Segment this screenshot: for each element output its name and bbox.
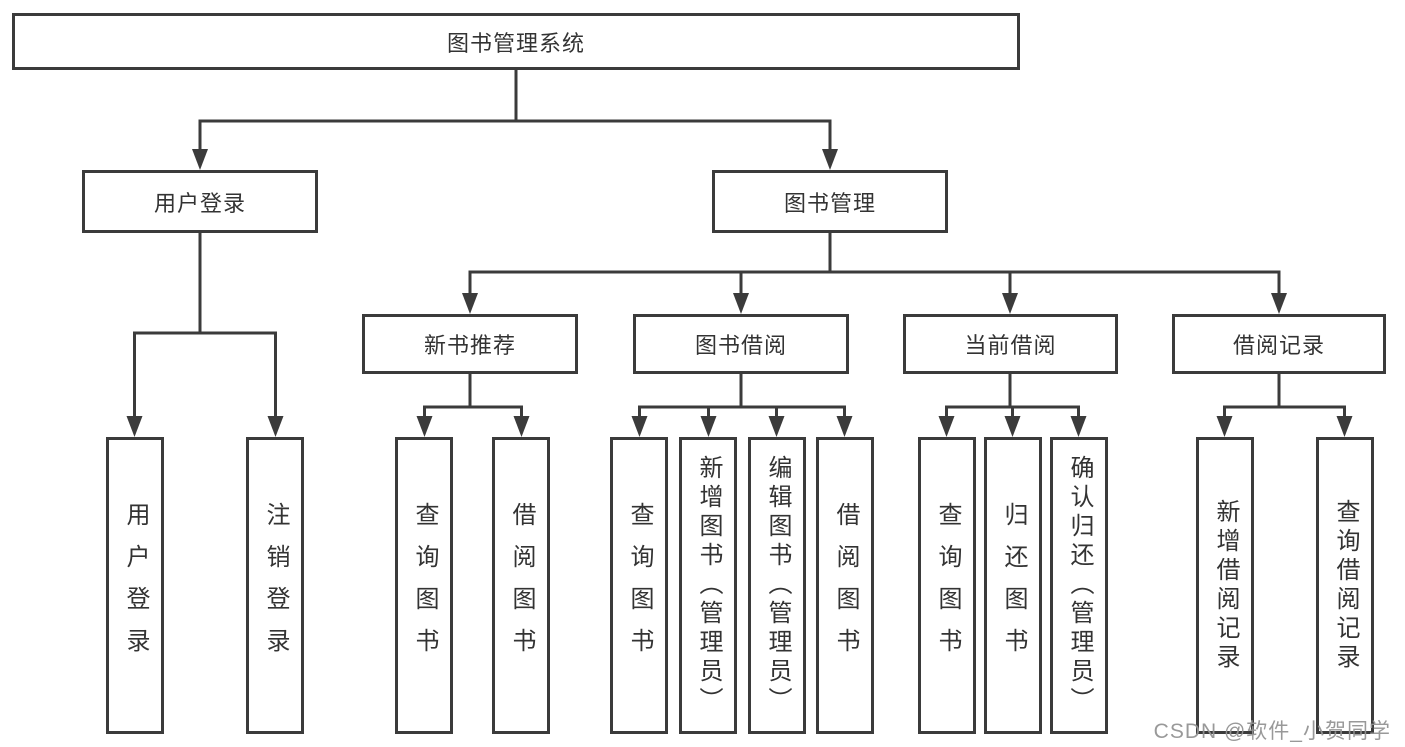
- node-label: 查询图书: [411, 501, 438, 670]
- leaf-confirm-return-admin: 确认归还（管理员）: [1050, 437, 1108, 734]
- node-new-book-recommendation: 新书推荐: [362, 314, 578, 374]
- node-label: 查询借阅记录: [1332, 498, 1359, 673]
- node-label: 归还图书: [1000, 501, 1027, 670]
- node-label: 用户登录: [122, 501, 149, 670]
- node-label: 确认归还（管理员）: [1066, 455, 1093, 716]
- csdn-watermark: CSDN @软件_小贺同学: [1153, 720, 1391, 743]
- leaf-query-books-1: 查询图书: [395, 437, 453, 734]
- node-label: 借阅图书: [832, 501, 859, 670]
- node-label: 注销登录: [262, 501, 289, 670]
- node-label: 查询图书: [934, 501, 961, 670]
- leaf-add-books-admin: 新增图书（管理员）: [679, 437, 737, 734]
- node-current-borrowing: 当前借阅: [903, 314, 1118, 374]
- node-label: 编辑图书（管理员）: [764, 455, 791, 716]
- node-borrowing-records: 借阅记录: [1172, 314, 1386, 374]
- node-library-management-system: 图书管理系统: [12, 13, 1020, 70]
- node-label: 新增借阅记录: [1212, 498, 1239, 673]
- node-label: 图书管理: [783, 190, 876, 216]
- leaf-user-login: 用户登录: [106, 437, 164, 734]
- node-label: 图书管理系统: [446, 30, 585, 56]
- node-label: 当前借阅: [964, 333, 1057, 358]
- node-book-borrowing: 图书借阅: [633, 314, 849, 374]
- node-user-login: 用户登录: [82, 170, 318, 233]
- leaf-return-books: 归还图书: [984, 437, 1042, 734]
- node-label: 查询图书: [626, 501, 653, 670]
- arrowheads: [126, 149, 1353, 437]
- leaf-logout: 注销登录: [246, 437, 304, 734]
- leaf-add-borrow-record: 新增借阅记录: [1196, 437, 1254, 734]
- node-label: 新书推荐: [423, 333, 516, 358]
- node-label: 新增图书（管理员）: [695, 455, 722, 716]
- node-label: 借阅记录: [1232, 333, 1325, 358]
- node-label: 用户登录: [153, 190, 246, 216]
- leaf-query-books-3: 查询图书: [918, 437, 976, 734]
- node-label: 借阅图书: [508, 501, 535, 670]
- leaf-borrow-books-2: 借阅图书: [816, 437, 874, 734]
- node-label: 图书借阅: [694, 333, 787, 358]
- leaf-query-books-2: 查询图书: [610, 437, 668, 734]
- leaf-query-borrow-record: 查询借阅记录: [1316, 437, 1374, 734]
- leaf-edit-books-admin: 编辑图书（管理员）: [748, 437, 806, 734]
- leaf-borrow-books-1: 借阅图书: [492, 437, 550, 734]
- node-book-management: 图书管理: [712, 170, 948, 233]
